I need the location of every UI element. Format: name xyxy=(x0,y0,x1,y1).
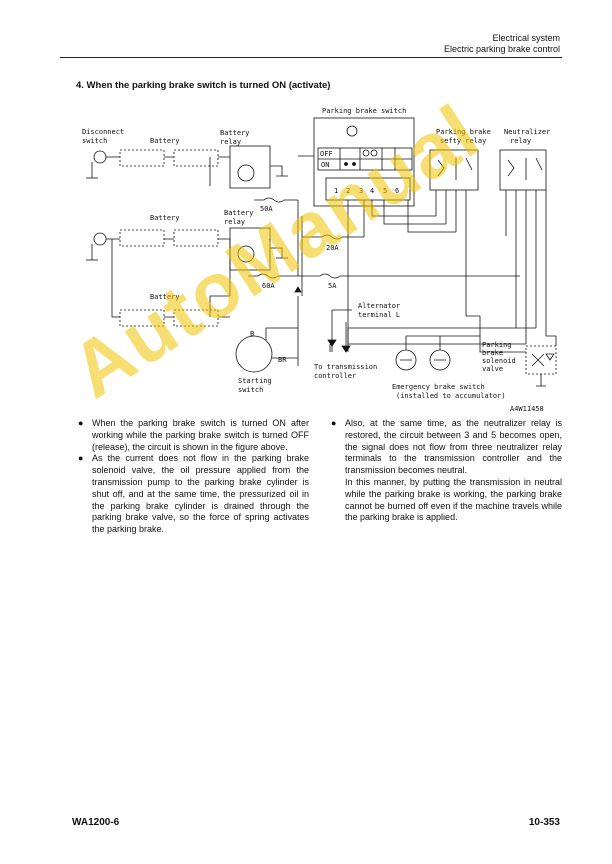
battery-2b xyxy=(173,229,219,247)
label-fuse-60a: 60A xyxy=(262,282,275,290)
pin-5: 5 xyxy=(383,187,387,195)
label-starting-switch-1: Starting xyxy=(238,377,272,385)
header-chapter: Electrical system xyxy=(492,33,560,43)
right-paragraph: In this manner, by putting the transmiss… xyxy=(345,476,562,523)
disconnect-switch-icon xyxy=(93,150,107,164)
left-bullet-1-text: When the parking brake switch is turned … xyxy=(92,418,309,452)
switch-pin-block xyxy=(325,177,411,201)
label-to-transmission-1: To transmission xyxy=(314,363,377,371)
label-brake-solenoid-1: Parking xyxy=(482,341,512,349)
label-parking-brake-switch: Parking brake switch xyxy=(322,107,406,115)
label-battery-relay-1b: relay xyxy=(220,138,241,146)
label-to-transmission-2: controller xyxy=(314,372,356,380)
label-off: OFF xyxy=(320,150,333,158)
brake-solenoid-valve xyxy=(525,345,557,375)
battery-3b xyxy=(173,309,219,327)
figure-code: A4W11458 xyxy=(510,405,544,413)
section-title: 4. When the parking brake switch is turn… xyxy=(76,80,331,91)
label-starting-b: B xyxy=(250,330,254,338)
label-battery-relay-1a: Battery xyxy=(220,129,250,137)
label-neutralizer-relay-1: Neutralizer xyxy=(504,128,550,136)
bullet-dot: ● xyxy=(78,453,84,464)
safety-relay-box xyxy=(429,149,479,191)
pin-6: 6 xyxy=(395,187,399,195)
right-bullet-1: ● Also, at the same time, as the neutral… xyxy=(331,418,562,477)
battery-relay-1 xyxy=(229,145,271,189)
label-fuse-5a: 5A xyxy=(328,282,337,290)
label-alternator-2: terminal L xyxy=(358,311,400,319)
label-brake-solenoid-2: brake xyxy=(482,349,503,357)
label-safety-relay-1: Parking brake xyxy=(436,128,491,136)
right-column: ● Also, at the same time, as the neutral… xyxy=(331,418,562,524)
label-fuse-20a: 20A xyxy=(326,244,339,252)
wiring-diagram: Parking brake switch OFF ON 1 2 3 4 5 6 … xyxy=(70,96,566,416)
label-emergency-switch-2: (installed to accumulator) xyxy=(396,392,506,400)
pin-1: 1 xyxy=(334,187,338,195)
battery-2a xyxy=(119,229,165,247)
pin-3: 3 xyxy=(359,187,363,195)
label-battery-3: Battery xyxy=(150,293,180,301)
label-disconnect-1: Disconnect xyxy=(82,128,124,136)
neutralizer-relay-box xyxy=(499,149,547,191)
left-bullet-2-text: As the current does not flow in the park… xyxy=(92,453,309,535)
label-brake-solenoid-3: solenoid xyxy=(482,357,516,365)
footer-model: WA1200-6 xyxy=(72,817,120,828)
battery-1b xyxy=(173,149,219,167)
label-disconnect-2: switch xyxy=(82,137,107,145)
battery-3a xyxy=(119,309,165,327)
label-brake-solenoid-4: valve xyxy=(482,365,503,373)
label-emergency-switch-1: Emergency brake switch xyxy=(392,383,485,391)
left-column: ● When the parking brake switch is turne… xyxy=(78,418,309,536)
starting-switch-icon xyxy=(235,335,273,373)
footer-page-number: 10-353 xyxy=(528,817,560,828)
left-bullet-2: ● As the current does not flow in the pa… xyxy=(78,453,309,536)
battery-relay-2 xyxy=(229,227,271,271)
right-bullet-1-text: Also, at the same time, as the neutraliz… xyxy=(345,418,562,476)
label-starting-switch-2: switch xyxy=(238,386,263,394)
bullet-dot: ● xyxy=(78,418,84,428)
battery-1a xyxy=(119,149,165,167)
label-battery-relay-2b: relay xyxy=(224,218,245,226)
pin-4: 4 xyxy=(370,187,374,195)
pin-2: 2 xyxy=(346,187,350,195)
switch-lamp-icon xyxy=(346,125,358,137)
bullet-dot: ● xyxy=(331,418,337,428)
label-battery-2: Battery xyxy=(150,214,180,222)
label-battery-relay-2a: Battery xyxy=(224,209,254,217)
label-on: ON xyxy=(321,161,329,169)
label-battery-1: Battery xyxy=(150,137,180,145)
label-neutralizer-relay-2: relay xyxy=(510,137,531,145)
left-bullet-1: ● When the parking brake switch is turne… xyxy=(78,418,309,453)
disconnect-switch-2-icon xyxy=(93,232,107,246)
label-safety-relay-2: sefty relay xyxy=(440,137,486,145)
header-rule xyxy=(60,57,562,58)
page-header: Electrical system Electric parking brake… xyxy=(444,33,560,55)
label-alternator-1: Alternator xyxy=(358,302,400,310)
label-fuse-50a: 50A xyxy=(260,205,273,213)
header-topic: Electric parking brake control xyxy=(443,44,560,54)
label-starting-br: BR xyxy=(278,356,287,364)
